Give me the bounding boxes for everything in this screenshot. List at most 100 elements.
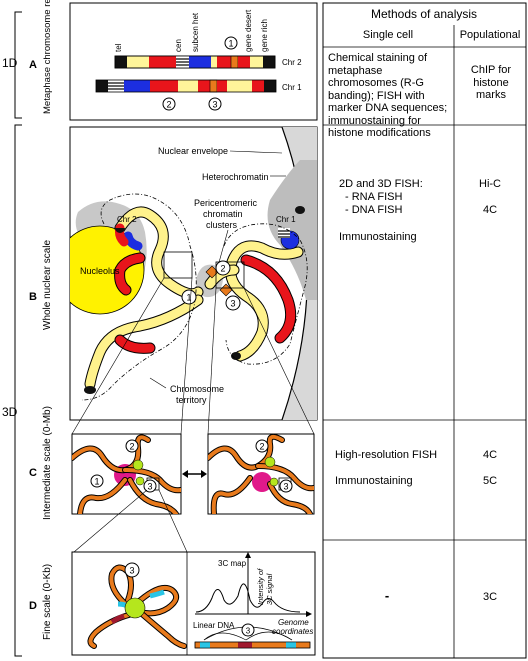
band-label-gene-rich: gene rich bbox=[260, 19, 269, 52]
x-axis-arrow bbox=[306, 611, 312, 617]
arrowhead-left bbox=[182, 470, 188, 478]
loop-cluster bbox=[87, 564, 187, 649]
linear-dna-label: Linear DNA bbox=[193, 621, 235, 630]
row-label-d: D bbox=[29, 600, 37, 612]
interaction-arc bbox=[203, 632, 247, 641]
c-right-circle-2 bbox=[255, 439, 269, 453]
region-circle-3 bbox=[225, 295, 241, 311]
b-single-line4: Immunostaining bbox=[339, 231, 417, 243]
hub-green bbox=[132, 459, 144, 471]
hub-magenta bbox=[252, 472, 272, 492]
row-label-b: B bbox=[29, 291, 37, 303]
linear-circle-3-label: 3 bbox=[246, 627, 251, 636]
c-left-1-label: 1 bbox=[94, 477, 99, 487]
methods-frame bbox=[322, 2, 527, 659]
b-pop-line2: 4C bbox=[483, 204, 497, 216]
chr2-territory-outline bbox=[81, 193, 197, 401]
c-left-circle-3 bbox=[143, 479, 157, 493]
row-label-c: C bbox=[29, 467, 37, 479]
nucleolus-label: Nucleolus bbox=[80, 266, 120, 276]
marker-3-label: 3 bbox=[212, 100, 217, 110]
arrowhead-right bbox=[201, 470, 207, 478]
loop-fiber bbox=[78, 478, 127, 514]
marker-circle-2 bbox=[162, 97, 176, 111]
y-axis-label: Intensity of bbox=[256, 568, 265, 605]
telomere-cap bbox=[231, 352, 241, 360]
c-left-3-label: 3 bbox=[147, 482, 152, 492]
b-single-line2: - RNA FISH bbox=[345, 191, 403, 203]
zoom-box-left bbox=[163, 251, 193, 279]
bracket-1d bbox=[14, 11, 22, 119]
hub-green bbox=[264, 456, 276, 468]
loop-fiber bbox=[128, 478, 178, 514]
zoom-line bbox=[243, 287, 315, 435]
heterochromatin-patch bbox=[267, 160, 317, 300]
d-single-value: - bbox=[385, 588, 389, 603]
c-left-circle-2 bbox=[125, 439, 139, 453]
chr2-fiber-lower bbox=[85, 295, 203, 389]
loop-fiber bbox=[256, 464, 314, 491]
chr1-red-loop bbox=[241, 255, 296, 343]
region-circle-1 bbox=[181, 289, 197, 305]
c-pop-line2: 5C bbox=[483, 475, 497, 487]
pericentromeric-label-line2: chromatin bbox=[203, 209, 243, 219]
panel-a: tel cen subcen het gene desert gene rich… bbox=[69, 2, 318, 121]
chr1-label-b: Chr 1 bbox=[276, 215, 296, 224]
region-3-label: 3 bbox=[230, 299, 235, 309]
methods-table: Methods of analysis Single cell Populati… bbox=[322, 2, 527, 659]
chr1-fiber bbox=[226, 241, 303, 361]
loop-fiber bbox=[211, 476, 252, 514]
nuclear-envelope-label: Nuclear envelope bbox=[158, 146, 228, 156]
c-right-circle-3 bbox=[279, 479, 293, 493]
heterochromatin-label: Heterochromatin bbox=[202, 172, 269, 182]
b-single-line1: 2D and 3D FISH: bbox=[339, 178, 423, 190]
sub-label-c: Intermediate scale (0-Mb) bbox=[42, 406, 53, 520]
band-label-subcen-het: subcen het bbox=[191, 12, 200, 52]
c-left-circle-1 bbox=[90, 474, 104, 488]
panel-b: Nuclear envelope Heterochromatin Pericen… bbox=[69, 126, 318, 435]
c-right-2-label: 2 bbox=[259, 442, 264, 452]
sub-label-b: Whole nuclear scale bbox=[42, 240, 53, 330]
column-header-populational: Populational bbox=[460, 29, 521, 41]
territory-label: Chromosome bbox=[170, 384, 224, 394]
panel-d: 3 3C map Intensity of 3C signal Genome c… bbox=[71, 551, 316, 656]
marker-1-label: 1 bbox=[228, 39, 233, 49]
loop-fiber bbox=[123, 468, 181, 493]
zoom-line bbox=[71, 277, 165, 435]
sub-label-d: Fine scale (0-Kb) bbox=[42, 564, 53, 640]
zoom-line bbox=[73, 489, 148, 553]
band-label-cen: cen bbox=[174, 39, 183, 52]
zoom-line bbox=[207, 287, 217, 435]
d-circle-3-label: 3 bbox=[129, 566, 134, 576]
c-left-2-label: 2 bbox=[129, 442, 134, 452]
chr2-red-loop bbox=[115, 253, 145, 295]
contact-point bbox=[219, 283, 233, 297]
panel-c: 2 1 3 2 3 bbox=[71, 433, 315, 553]
chromosome-2-bar bbox=[114, 55, 276, 69]
methods-title: Methods of analysis bbox=[371, 7, 477, 21]
3c-signal-curve bbox=[195, 583, 301, 613]
pericentromeric-label: Pericentromeric bbox=[194, 198, 258, 208]
d-pop-value: 3C bbox=[483, 591, 497, 603]
c-pop-line1: 4C bbox=[483, 449, 497, 461]
hub-green bbox=[135, 476, 145, 486]
c-right-3-label: 3 bbox=[283, 482, 288, 492]
zoom-box-right bbox=[215, 261, 245, 289]
leader-line bbox=[229, 150, 283, 154]
chr2-blue-band bbox=[123, 231, 143, 251]
chr2-label-b: Chr 2 bbox=[117, 215, 137, 224]
chr1-striped-end bbox=[278, 228, 290, 238]
chr1-territory-outline bbox=[223, 223, 308, 365]
b-pop-line1: Hi-C bbox=[479, 178, 501, 190]
chr2-label: Chr 2 bbox=[282, 58, 302, 67]
chromosome-1-bar bbox=[95, 79, 277, 93]
a-pop-cell-text: ChIP for histone marks bbox=[470, 64, 512, 101]
linear-circle-3 bbox=[241, 623, 255, 637]
bracket-3d bbox=[14, 124, 22, 657]
marker-circle-3 bbox=[208, 97, 222, 111]
left-axis: 1D 3D A B C D Metaphase chromosome regio… bbox=[2, 0, 53, 657]
zoom-line bbox=[180, 277, 193, 435]
a-single-cell-text: Chemical staining of metaphase chromosom… bbox=[328, 52, 448, 139]
marker-circle-1 bbox=[224, 36, 238, 50]
